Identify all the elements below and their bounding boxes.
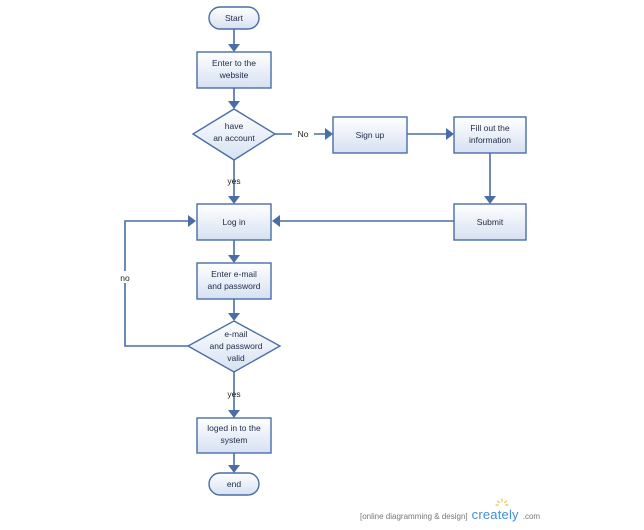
node-credentials-valid-line-1: e-mail xyxy=(224,329,247,339)
arrowhead xyxy=(272,215,280,227)
node-fill-info[interactable]: Fill out the information xyxy=(453,116,527,154)
arrowhead xyxy=(484,196,496,204)
arrowhead xyxy=(228,196,240,204)
edges xyxy=(124,29,496,473)
node-credentials-valid-decision[interactable]: e-mail and password valid xyxy=(186,320,282,373)
node-log-in-label: Log in xyxy=(222,217,245,227)
node-start-label: Start xyxy=(225,13,244,23)
watermark-tagline: [online diagramming & design] xyxy=(360,512,468,521)
node-have-account-line-2: an account xyxy=(213,133,255,143)
node-credentials-valid-line-3: valid xyxy=(227,353,245,363)
arrowhead xyxy=(228,44,240,52)
node-submit[interactable]: Submit xyxy=(453,203,527,241)
edge-label-yes: yes xyxy=(227,176,240,186)
node-enter-website[interactable]: Enter to the website xyxy=(196,51,272,89)
arrowhead xyxy=(228,410,240,418)
creately-watermark[interactable]: [online diagramming & design] creately .… xyxy=(360,498,541,527)
arrowhead xyxy=(228,255,240,263)
arrowhead xyxy=(228,465,240,473)
node-log-in[interactable]: Log in xyxy=(196,203,272,241)
node-enter-credentials-line-1: Enter e-mail xyxy=(211,269,257,279)
watermark-brand: creately xyxy=(471,507,519,522)
arrowhead xyxy=(188,215,196,227)
watermark-tld: .com xyxy=(522,512,541,521)
arrowhead xyxy=(325,128,333,140)
edge-valid-no-loop-to-login xyxy=(124,220,188,347)
node-submit-label: Submit xyxy=(477,217,504,227)
label-bg xyxy=(116,271,134,283)
arrowhead xyxy=(446,128,454,140)
node-end-label: end xyxy=(227,479,241,489)
arrowhead xyxy=(228,313,240,321)
node-fill-info-line-1: Fill out the xyxy=(470,123,509,133)
node-enter-website-line-2: website xyxy=(219,70,249,80)
node-start[interactable]: Start xyxy=(208,6,260,30)
arrowhead xyxy=(228,101,240,109)
node-enter-credentials[interactable]: Enter e-mail and password xyxy=(196,262,272,300)
node-enter-website-line-1: Enter to the xyxy=(212,58,256,68)
node-credentials-valid-line-2: and password xyxy=(210,341,263,351)
node-have-account-decision[interactable]: have an account xyxy=(191,108,277,161)
node-fill-info-line-2: information xyxy=(469,135,511,145)
label-bg xyxy=(292,127,314,139)
edge-label-no: No xyxy=(298,129,309,139)
node-end[interactable]: end xyxy=(208,472,260,496)
node-logged-in-line-1: loged in to the xyxy=(207,423,261,433)
node-logged-in[interactable]: loged in to the system xyxy=(196,417,272,454)
node-sign-up[interactable]: Sign up xyxy=(332,116,408,154)
edge-label-no-loop: no xyxy=(120,273,130,283)
node-sign-up-label: Sign up xyxy=(356,130,385,140)
node-have-account-line-1: have xyxy=(225,121,244,131)
edge-label-yes-valid: yes xyxy=(227,389,240,399)
node-enter-credentials-line-2: and password xyxy=(208,281,261,291)
edge-labels: No yes no yes xyxy=(116,127,314,399)
node-logged-in-line-2: system xyxy=(221,435,248,445)
sun-icon xyxy=(495,498,509,506)
